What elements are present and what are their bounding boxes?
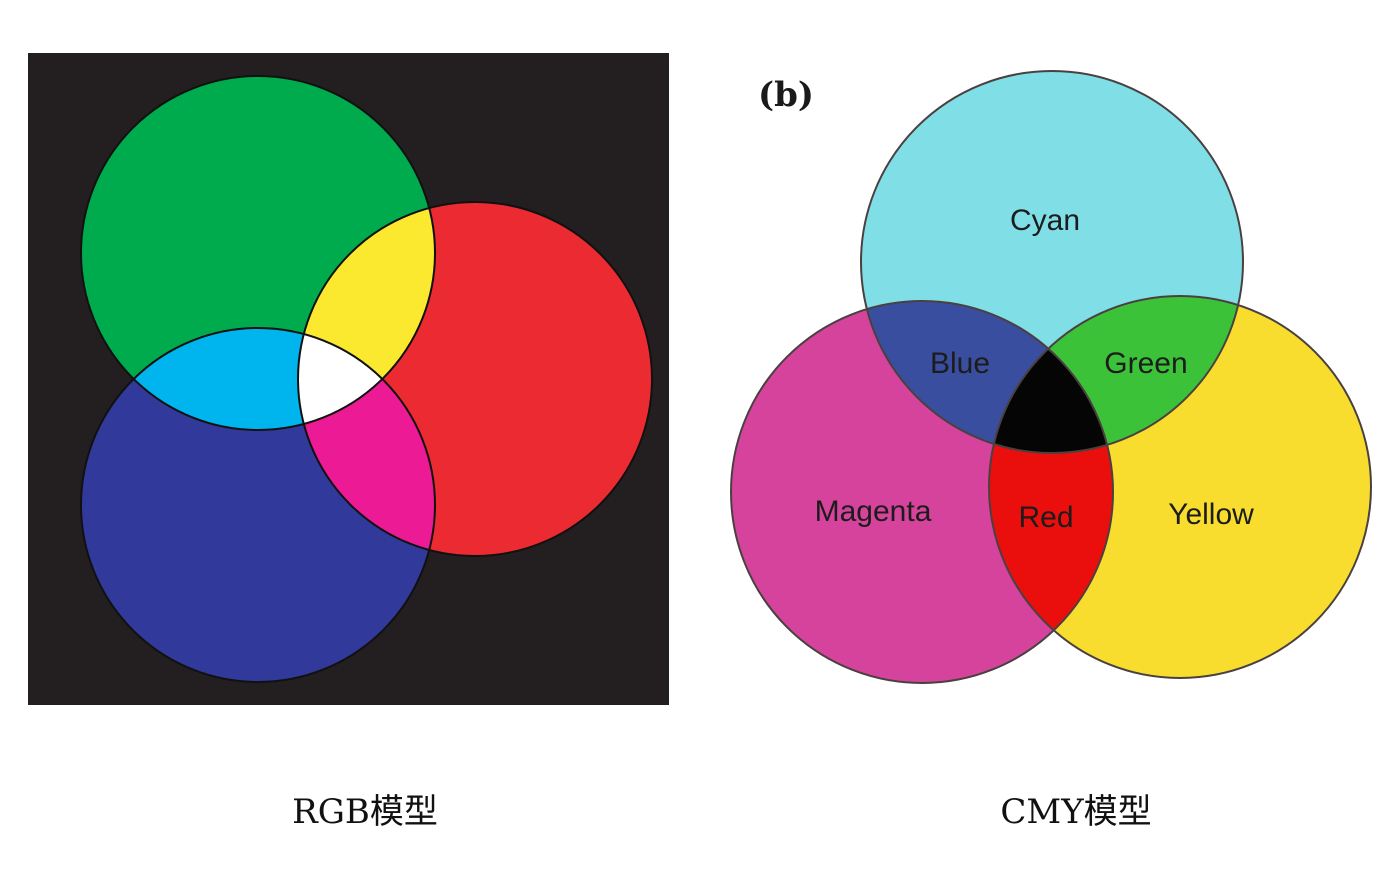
cmy-panel: (b) Cyan Blue Green Magenta Red Yellow <box>730 70 1372 684</box>
rgb-green-outline <box>80 75 436 431</box>
rgb-blue-outline <box>80 327 436 683</box>
cmy-label-yellow: Yellow <box>1168 498 1254 531</box>
cmy-label-magenta: Magenta <box>815 495 932 528</box>
cmy-cyan-outline <box>860 70 1244 454</box>
rgb-red-outline <box>297 201 653 557</box>
rgb-yellow-overlap <box>298 202 435 430</box>
cmy-label-cyan: Cyan <box>1010 204 1080 237</box>
rgb-magenta-overlap <box>298 328 435 556</box>
cmy-label-red: Red <box>1018 501 1073 534</box>
cmy-label-green: Green <box>1104 347 1187 380</box>
cmy-panel-label: (b) <box>758 75 814 115</box>
rgb-caption: RGB模型 <box>292 792 438 832</box>
cmy-magenta-outline <box>730 300 1114 684</box>
rgb-panel <box>28 53 669 705</box>
cmy-yellow-outline <box>988 295 1372 679</box>
cmy-label-blue: Blue <box>930 347 990 380</box>
cmy-caption: CMY模型 <box>1000 792 1152 832</box>
